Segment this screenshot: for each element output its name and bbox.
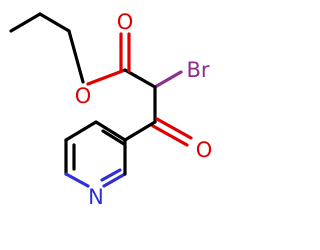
ketone-oxygen-label: O (196, 138, 213, 162)
ketone-c-to-ring-bond (123, 120, 157, 142)
pyridine-n-c5-bond (102, 172, 127, 188)
pyridine-c3-c2-bond (64, 120, 98, 142)
pyridine-inner-double-bond-bottom (100, 168, 122, 182)
chemical-structure-diagram: O O Br O N (9, 10, 213, 209)
pyridine-c4-c3-bond (94, 120, 127, 142)
bromine-label: Br (186, 58, 209, 82)
ethyl-ch3-ch2-bond (9, 12, 42, 33)
ester-carbonyl-c-to-alpha-c-bond (123, 68, 157, 89)
carbon-bromine-bond (153, 70, 183, 89)
ester-o-c-bond (86, 68, 127, 86)
ketone-double-bond-bottom (151, 124, 189, 147)
ester-oxygen-top-label: O (117, 10, 134, 34)
ethyl-ch2-o-bond (67, 29, 85, 84)
pyridine-nitrogen-label: N (88, 185, 104, 209)
ester-oxygen-left-label: O (75, 84, 92, 108)
ketone-double-bond-top (155, 117, 193, 140)
pyridine-c1-n-bond (64, 172, 90, 188)
pyridine-inner-double-bond-top (101, 129, 126, 146)
ethyl-ch2-ch2-bond (38, 12, 71, 33)
